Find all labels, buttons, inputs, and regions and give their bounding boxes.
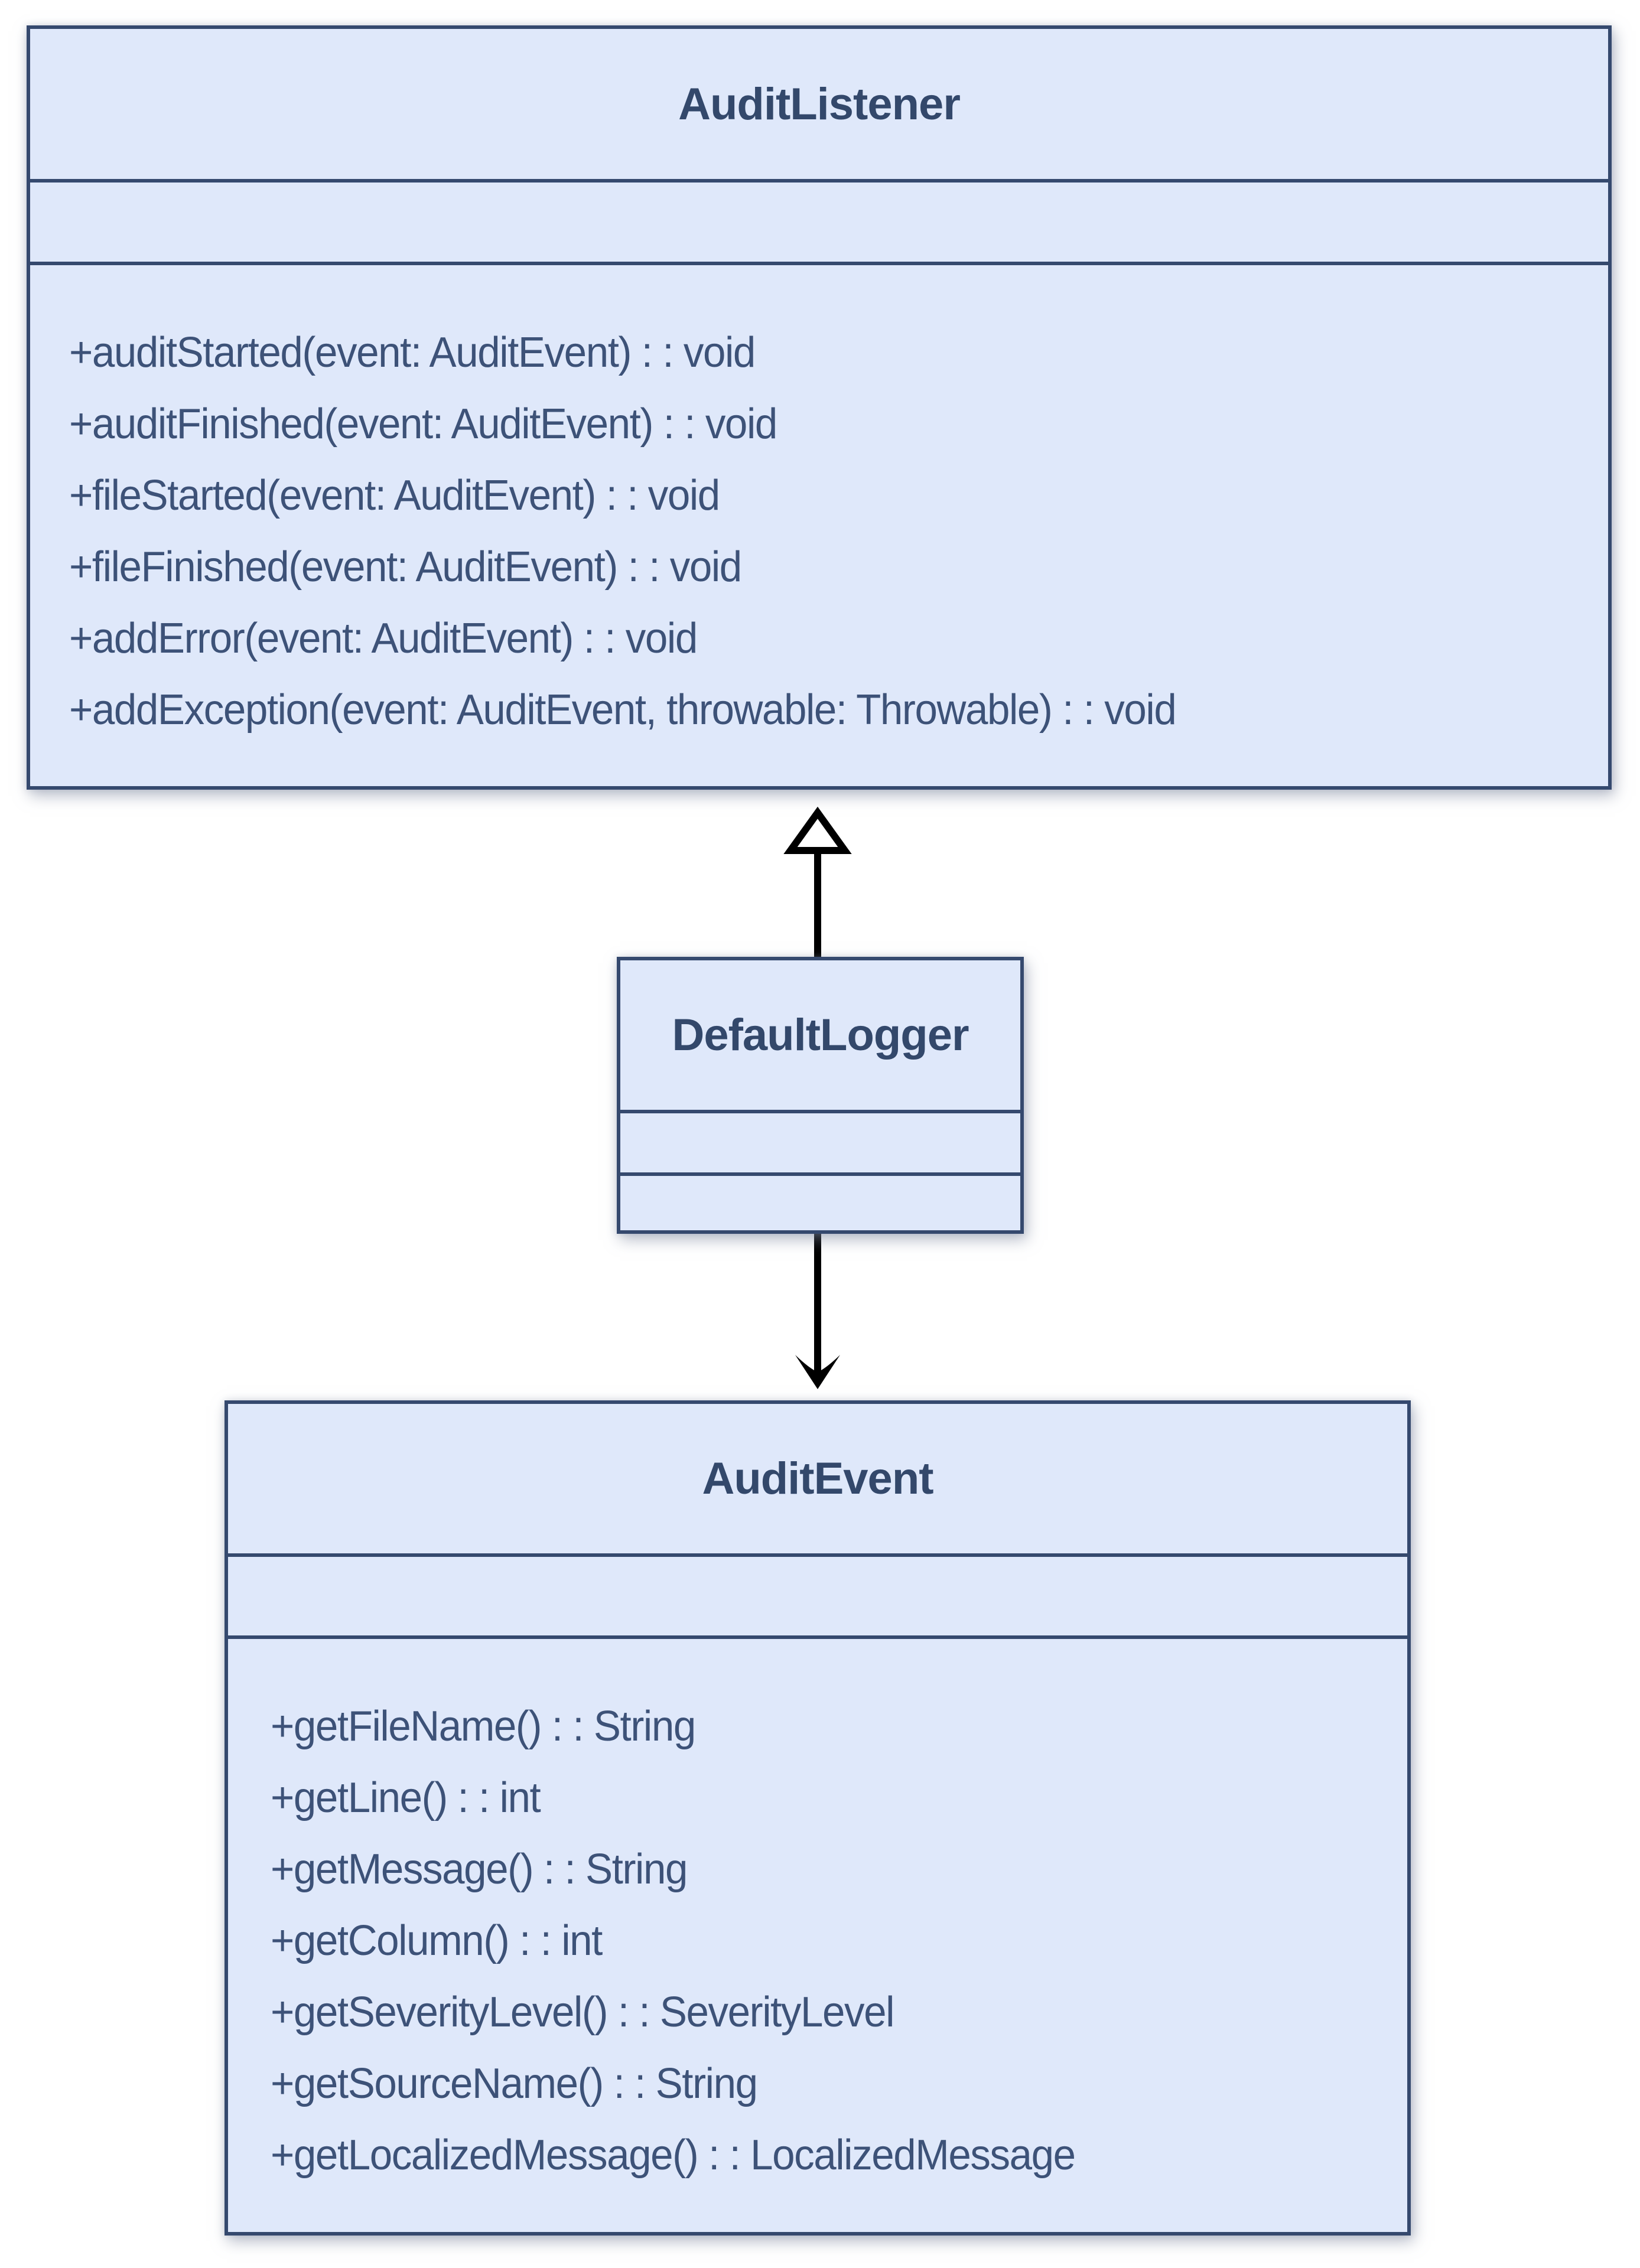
class-auditlistener: AuditListener +auditStarted(event: Audit… bbox=[27, 25, 1612, 790]
method-item: +getSeverityLevel() : : SeverityLevel bbox=[271, 1989, 895, 2036]
realization-arrow-defaultlogger-to-auditlistener bbox=[783, 806, 852, 962]
class-defaultlogger-fields-compartment bbox=[620, 1110, 1020, 1172]
method-item: +getLine() : : int bbox=[271, 1774, 541, 1821]
method-item: +getColumn() : : int bbox=[271, 1917, 603, 1964]
class-auditlistener-methods-compartment: +auditStarted(event: AuditEvent) : : voi… bbox=[30, 262, 1608, 786]
class-auditlistener-title: AuditListener bbox=[678, 79, 961, 129]
class-auditevent-title: AuditEvent bbox=[702, 1454, 933, 1504]
method-item: +auditStarted(event: AuditEvent) : : voi… bbox=[69, 329, 756, 376]
method-item: +getLocalizedMessage() : : LocalizedMess… bbox=[271, 2132, 1076, 2179]
method-item: +addError(event: AuditEvent) : : void bbox=[69, 615, 698, 662]
hollow-triangle-arrowhead bbox=[783, 806, 852, 854]
class-defaultlogger-title: DefaultLogger bbox=[672, 1010, 969, 1060]
method-item: +fileFinished(event: AuditEvent) : : voi… bbox=[69, 543, 742, 591]
method-item: +getFileName() : : String bbox=[271, 1703, 696, 1750]
class-defaultlogger: DefaultLogger bbox=[617, 957, 1024, 1234]
class-defaultlogger-methods-compartment bbox=[620, 1172, 1020, 1230]
method-item: +getMessage() : : String bbox=[271, 1846, 688, 1893]
method-item: +addException(event: AuditEvent, throwab… bbox=[69, 686, 1177, 734]
class-auditevent: AuditEvent +getFileName() : : String +ge… bbox=[224, 1400, 1411, 2236]
method-item: +getSourceName() : : String bbox=[271, 2060, 758, 2107]
method-item: +fileStarted(event: AuditEvent) : : void bbox=[69, 472, 720, 519]
association-arrow-defaultlogger-to-auditevent bbox=[795, 1230, 840, 1389]
method-item: +auditFinished(event: AuditEvent) : : vo… bbox=[69, 400, 777, 448]
open-vee-arrowhead bbox=[795, 1355, 840, 1389]
class-auditevent-fields-compartment bbox=[228, 1553, 1407, 1635]
class-auditlistener-fields-compartment bbox=[30, 179, 1608, 262]
class-auditevent-methods-compartment: +getFileName() : : String +getLine() : :… bbox=[228, 1635, 1407, 2232]
